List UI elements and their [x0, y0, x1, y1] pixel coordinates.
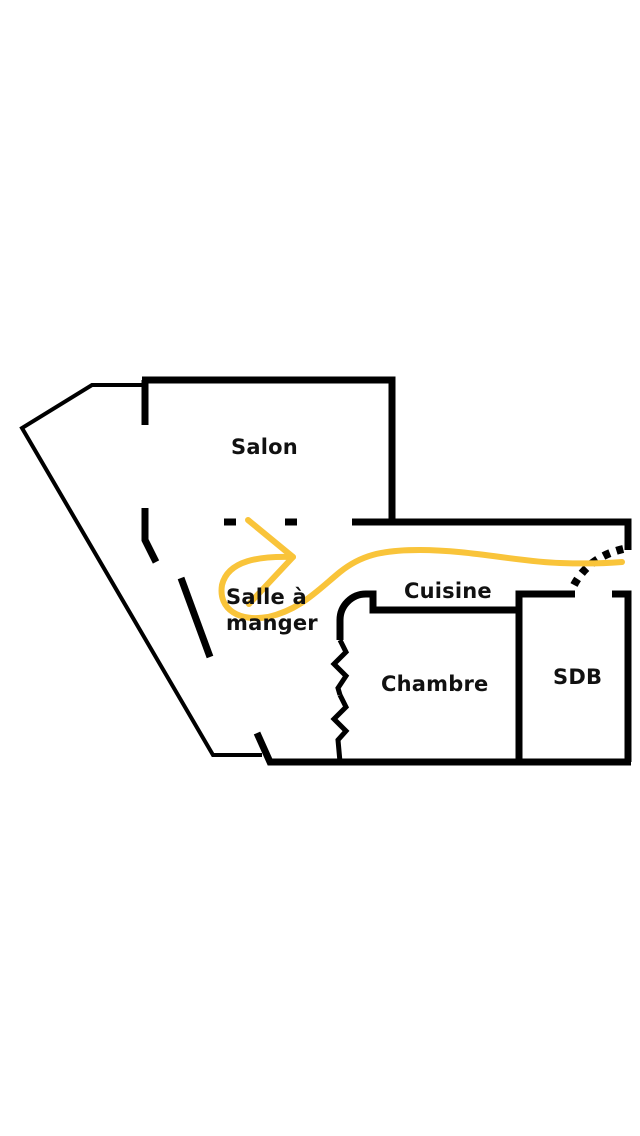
room-label-salon: Salon — [231, 435, 298, 459]
bottom-wall — [253, 731, 631, 766]
salon-wall — [142, 376, 396, 522]
route-path — [218, 517, 625, 622]
room-label-salle-a-manger-line1: Salle à — [226, 585, 307, 609]
dining-diagonal-wall — [177, 576, 214, 659]
corridor-top-wall — [352, 518, 632, 550]
zigzag-partition-2 — [330, 693, 350, 763]
route-line — [218, 547, 625, 622]
door-swing-dotted — [570, 544, 629, 587]
room-label-sdb: SDB — [553, 665, 603, 689]
salon-left-wall-lower — [141, 508, 160, 564]
room-label-cuisine: Cuisine — [404, 579, 492, 603]
zigzag-partition-1 — [330, 638, 350, 696]
chambre-rounded-wall — [336, 590, 367, 640]
cuisine-wall — [366, 590, 519, 614]
sdb-wall — [515, 590, 575, 762]
outer-wall-left — [19, 383, 262, 757]
room-label-salle-a-manger-line2: manger — [226, 611, 318, 635]
room-label-chambre: Chambre — [381, 672, 489, 696]
right-wall — [612, 590, 632, 762]
